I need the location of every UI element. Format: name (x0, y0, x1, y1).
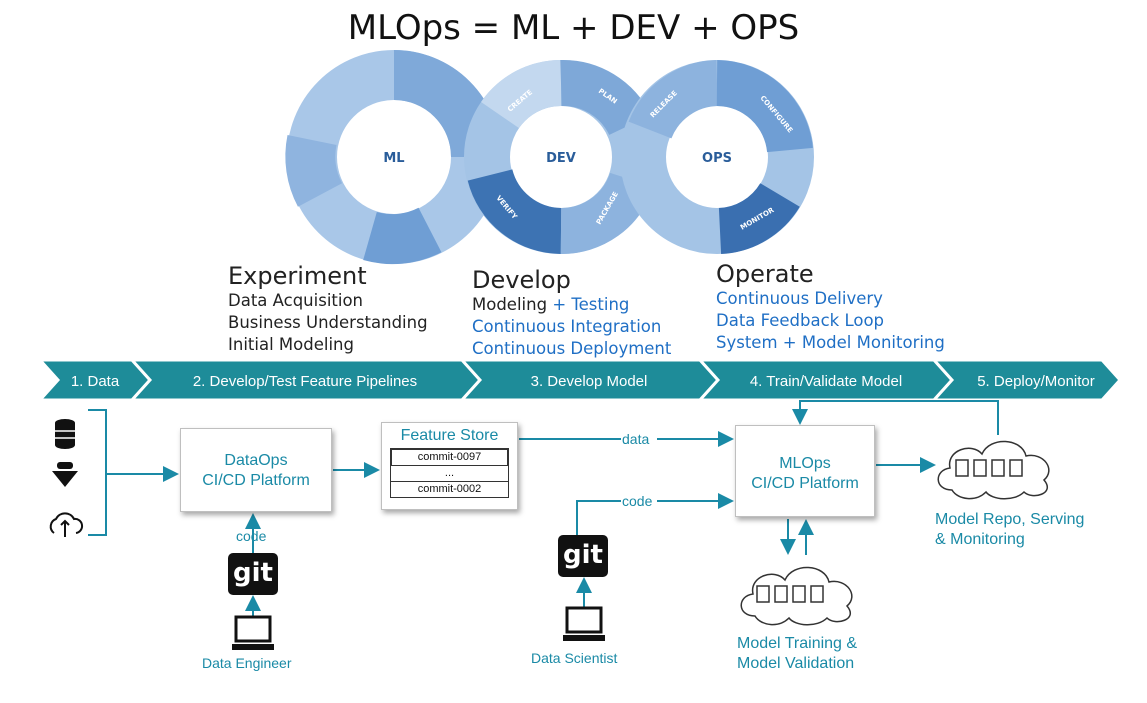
flow-connectors: data code code (88, 400, 999, 617)
feature-store-box: Feature Store commit-0097 ... commit-000… (381, 422, 518, 510)
mlops-subtitle: CI/CD Platform (751, 475, 859, 492)
data-scientist-label: Data Scientist (531, 650, 618, 666)
step-label: 5. Deploy/Monitor (977, 373, 1095, 390)
experiment-line: Data Acquisition (228, 291, 364, 310)
code-label-scientist: code (622, 493, 653, 509)
model-repo-cloud (937, 440, 1050, 500)
dataops-platform-box: DataOps CI/CD Platform (180, 428, 332, 512)
data-label: data (622, 431, 649, 447)
ml-loop: ML (285, 50, 501, 265)
step-label: 1. Data (71, 373, 120, 390)
feature-store-commits: commit-0097 ... commit-0002 (390, 448, 509, 498)
feature-store-title: Feature Store (400, 427, 499, 444)
server-icon (756, 585, 824, 603)
experiment-line: Business Understanding (228, 313, 428, 332)
dev-label: DEV (546, 151, 576, 166)
ops-loop: OPS (620, 60, 814, 254)
dataops-subtitle: CI/CD Platform (202, 472, 310, 489)
commit-row: commit-0002 (391, 482, 508, 497)
operate-heading: Operate (716, 260, 814, 288)
mlops-platform-box: MLOps CI/CD Platform (735, 425, 875, 517)
model-repo-label: Model Repo, Serving & Monitoring (935, 510, 1084, 550)
pipeline-chevrons: 1. Data 2. Develop/Test Feature Pipeline… (36, 360, 1123, 402)
model-training-line: Model Training & (737, 635, 858, 652)
mlops-title: MLOps (779, 455, 831, 472)
phase-experiment: Experiment Data Acquisition Business Und… (228, 262, 428, 356)
develop-modeling: Modeling (472, 295, 548, 314)
code-label-engineer: code (236, 528, 267, 544)
experiment-heading: Experiment (228, 262, 367, 290)
dataops-title: DataOps (224, 452, 288, 469)
computer-icon (232, 615, 274, 650)
database-icon (55, 419, 75, 449)
data-source-bracket (88, 409, 107, 536)
develop-line: Modeling + Testing (472, 294, 671, 316)
phase-develop: Develop Modeling + Testing Continuous In… (472, 266, 671, 360)
commit-row: ... (391, 466, 508, 482)
commit-row: commit-0097 (391, 449, 508, 466)
git-logo-engineer: git (228, 553, 278, 595)
develop-testing: + Testing (552, 295, 630, 314)
server-icon (955, 459, 1023, 477)
model-training-cloud (740, 566, 853, 626)
model-training-line: Model Validation (737, 655, 855, 672)
operate-line: Data Feedback Loop (716, 311, 885, 330)
chevron-step-5 (930, 360, 1123, 402)
diagram-title: MLOps = ML + DEV + OPS (347, 8, 800, 48)
computer-icon (563, 606, 605, 641)
model-repo-line: Model Repo, Serving (935, 511, 1085, 528)
data-source-icons (49, 419, 84, 537)
develop-line: Continuous Deployment (472, 339, 672, 358)
step-label: 2. Develop/Test Feature Pipelines (193, 373, 417, 390)
operate-line: Continuous Delivery (716, 289, 883, 308)
experiment-line: Initial Modeling (228, 335, 354, 354)
phase-operate: Operate Continuous Delivery Data Feedbac… (716, 260, 945, 354)
cloud-sync-icon (49, 512, 84, 537)
data-funnel-icon (52, 462, 78, 487)
data-engineer-label: Data Engineer (202, 655, 292, 671)
ops-label: OPS (702, 151, 732, 166)
mlops-loops: ML DEV OPS CREATE PLAN VERIFY PACKAGE RE… (285, 50, 814, 265)
step-label: 4. Train/Validate Model (750, 373, 902, 390)
operate-line: System + Model Monitoring (716, 333, 945, 352)
model-repo-line: & Monitoring (935, 531, 1025, 548)
develop-heading: Develop (472, 266, 571, 294)
step-label: 3. Develop Model (531, 373, 648, 390)
model-training-label: Model Training & Model Validation (737, 634, 857, 674)
ml-label: ML (383, 151, 404, 166)
develop-line: Continuous Integration (472, 317, 662, 336)
git-logo-scientist: git (558, 535, 608, 577)
